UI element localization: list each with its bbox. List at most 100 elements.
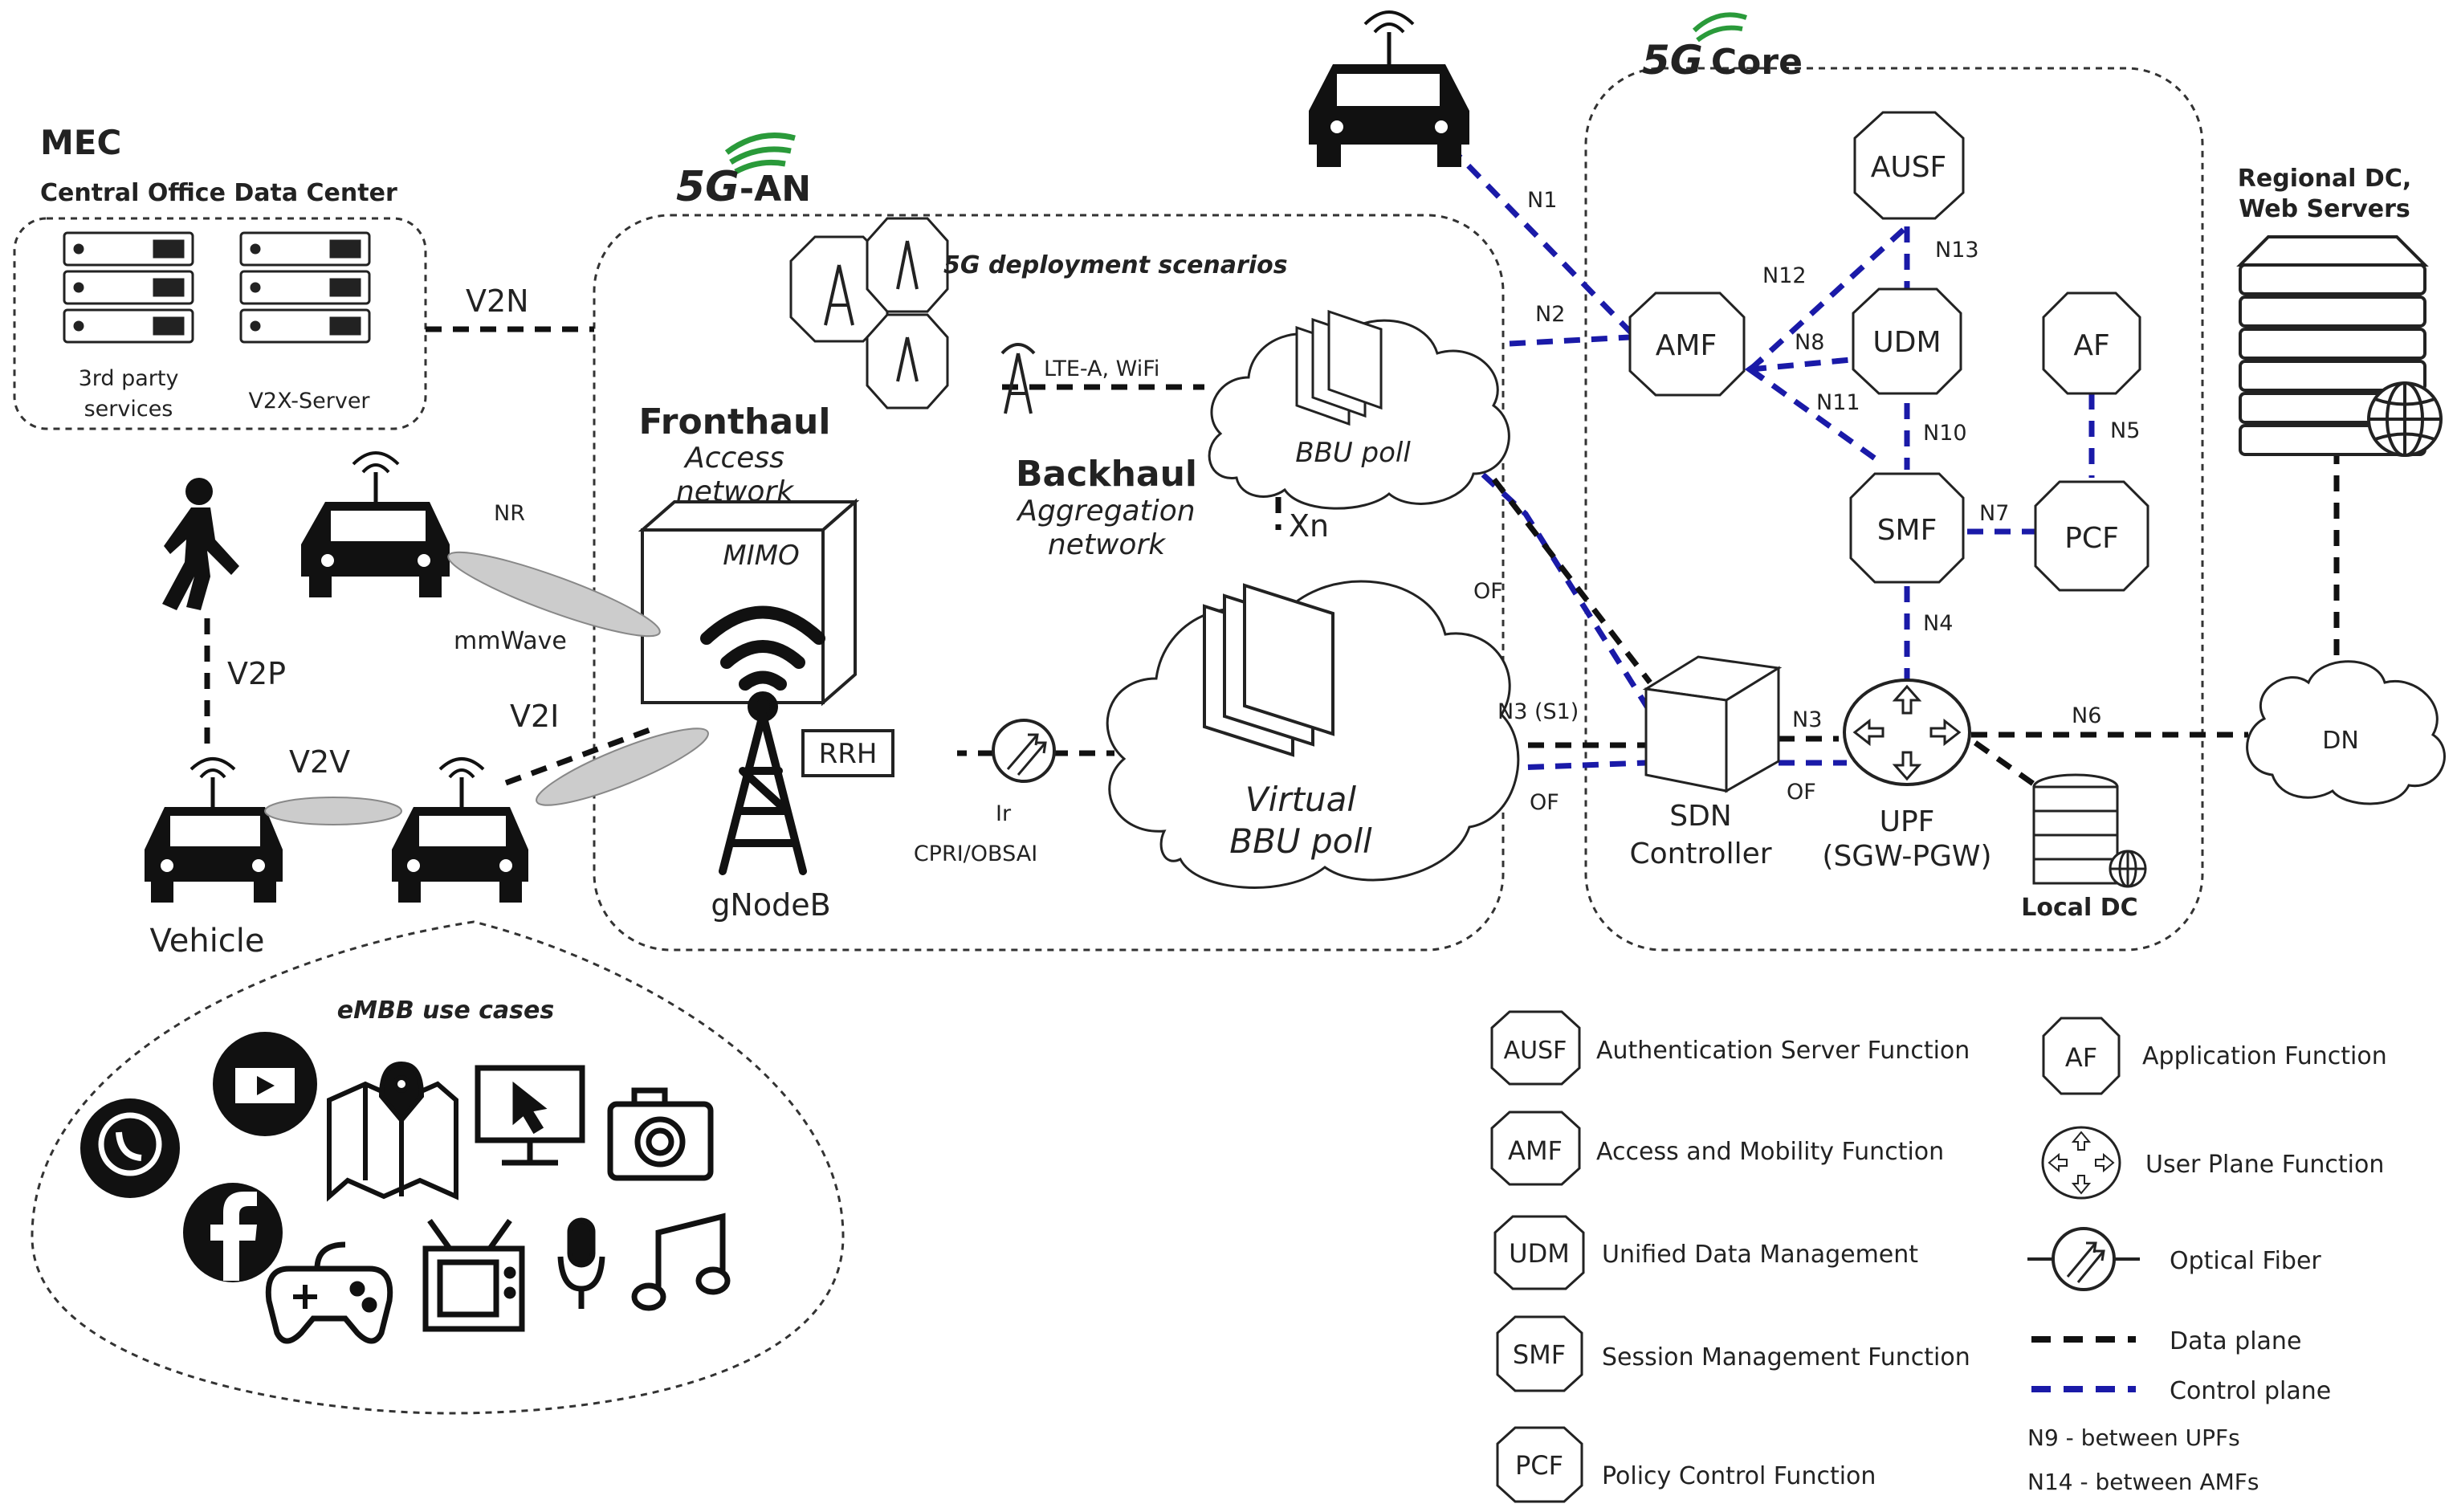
legend-af-text: Application Function — [2142, 1042, 2387, 1070]
camera-icon — [607, 1087, 714, 1181]
pedestrian-icon — [162, 478, 239, 610]
ir-label: Ir — [996, 801, 1012, 826]
n4-label: N4 — [1923, 611, 1953, 636]
legend-fiber-text: Optical Fiber — [2170, 1247, 2321, 1275]
legend-n14-text: N14 - between AMFs — [2027, 1469, 2259, 1495]
legend-ausf-icon — [1490, 1010, 1581, 1086]
legend-af-short: AF — [2065, 1042, 2097, 1073]
af-cube — [2042, 291, 2141, 395]
deployment-label: 5G deployment scenarios — [943, 251, 1288, 279]
v2x-server-icon — [239, 231, 371, 344]
vehicle-icon — [145, 757, 283, 903]
nr-label: NR — [494, 501, 525, 526]
rrh-label: RRH — [819, 738, 878, 770]
amf-label: AMF — [1656, 329, 1717, 362]
computer-monitor-icon — [475, 1065, 585, 1166]
amf-cube — [1628, 291, 1746, 397]
legend-control-plane-text: Control plane — [2170, 1377, 2331, 1405]
embb-region — [31, 920, 845, 1415]
legend-fiber-arrows — [2066, 1241, 2105, 1283]
rrh-box — [801, 729, 894, 777]
udm-cube — [1852, 287, 1962, 395]
5g-an-region — [593, 214, 1505, 952]
deployment-hexagon-cells — [789, 217, 949, 410]
legend-upf-text: User Plane Function — [2145, 1151, 2384, 1179]
n7-label: N7 — [1979, 501, 2009, 526]
sdn-label-1: SDN — [1669, 800, 1732, 833]
bbu-stack-icon — [1295, 309, 1383, 426]
mec-subtitle: Central Office Data Center — [40, 179, 397, 207]
legend-pcf-icon — [1496, 1426, 1583, 1503]
legend-ausf-text: Authentication Server Function — [1596, 1037, 1970, 1065]
5g-core-region — [1584, 67, 2204, 952]
cell-tower-icon — [824, 240, 919, 382]
mec-title: MEC — [40, 123, 121, 162]
legend-data-plane-text: Data plane — [2170, 1327, 2301, 1355]
lte-label: LTE-A, WiFi — [1044, 357, 1159, 381]
upf-label-1: UPF — [1880, 805, 1935, 838]
music-note-icon — [631, 1212, 731, 1311]
legend-upf-icon — [2041, 1126, 2121, 1200]
of-label-1: OF — [1473, 579, 1503, 604]
third-party-server-icon — [63, 231, 194, 344]
v2n-label: V2N — [466, 283, 529, 319]
backhaul-label: Backhaul — [1016, 454, 1197, 495]
embb-title: eMBB use cases — [337, 996, 554, 1025]
amf-arrowheads — [1744, 357, 1764, 381]
dn-label: DN — [2322, 727, 2359, 755]
v2v-beam — [264, 797, 402, 825]
ausf-cube — [1853, 111, 1965, 220]
facebook-icon — [183, 1183, 283, 1282]
regional-dc-title-2: Web Servers — [2239, 195, 2410, 223]
whatsapp-icon — [80, 1098, 180, 1198]
legend-smf-icon — [1496, 1315, 1583, 1392]
n8-label: N8 — [1795, 330, 1824, 355]
v2i-beam — [536, 727, 709, 806]
xn-label: Xn — [1289, 508, 1329, 544]
cpri-label: CPRI/OBSAI — [914, 842, 1037, 866]
sdn-label-2: Controller — [1629, 838, 1771, 870]
microphone-icon — [557, 1217, 605, 1309]
n6-label: N6 — [2072, 703, 2101, 728]
legend-smf-text: Session Management Function — [1602, 1343, 1970, 1371]
v2p-label: V2P — [227, 656, 286, 691]
legend-udm-short: UDM — [1509, 1238, 1570, 1269]
bbu-poll-label: BBU poll — [1295, 437, 1411, 469]
sdn-controller-cube — [1642, 655, 1783, 793]
ausf-label: AUSF — [1871, 151, 1947, 184]
gamepad-icon — [265, 1241, 393, 1344]
legend-amf-text: Access and Mobility Function — [1596, 1138, 1944, 1166]
5g-an-title: 5G-AN — [676, 163, 811, 211]
legend-amf-icon — [1490, 1111, 1581, 1186]
mimo-label: MIMO — [723, 540, 799, 572]
legend-smf-short: SMF — [1513, 1339, 1566, 1370]
legend-pcf-text: Policy Control Function — [1602, 1462, 1876, 1490]
upf-router-arrows — [1852, 684, 1962, 781]
regional-dc-server-icon — [2236, 235, 2443, 457]
mec-region — [13, 217, 427, 430]
v2v-label: V2V — [289, 744, 350, 780]
n5-label: N5 — [2110, 418, 2140, 443]
wifi-signal-icon — [700, 605, 825, 691]
pcf-cube — [2034, 480, 2149, 592]
access-network-label-1: Access — [683, 442, 784, 475]
smf-cube — [1849, 472, 1965, 584]
upf-label-2: (SGW-PGW) — [1822, 840, 1991, 873]
smf-label: SMF — [1877, 514, 1937, 547]
n10-label: N10 — [1923, 421, 1967, 446]
n11-label: N11 — [1816, 390, 1860, 415]
n2-label: N2 — [1535, 302, 1565, 327]
virtual-bbu-stack-icon — [1203, 583, 1334, 757]
n3s1-label: N3 (S1) — [1497, 699, 1579, 724]
aggregation-network-label-2: network — [1048, 528, 1167, 561]
mmwave-label: mmWave — [454, 627, 567, 655]
of-label-2: OF — [1530, 790, 1559, 815]
5g-an-title-5g: 5G — [676, 163, 740, 211]
third-party-label-2: services — [84, 397, 173, 422]
n3-label: N3 — [1792, 707, 1822, 732]
n1-label: N1 — [1527, 188, 1557, 213]
fronthaul-label: Fronthaul — [639, 401, 831, 442]
legend-n9-text: N9 - between UPFs — [2027, 1424, 2240, 1451]
